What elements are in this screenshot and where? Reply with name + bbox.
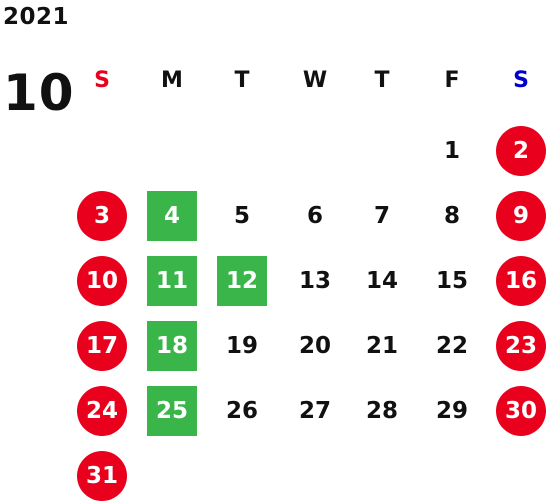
weekday-label: T — [234, 68, 250, 93]
day-cell[interactable]: 19 — [225, 333, 258, 359]
day-cell[interactable]: 24 — [77, 386, 127, 436]
day-cell[interactable]: 14 — [365, 268, 398, 294]
weekday-label: S — [513, 68, 529, 93]
day-cell[interactable]: 22 — [435, 333, 468, 359]
day-cell[interactable]: 16 — [496, 256, 546, 306]
weekday-label: M — [161, 68, 183, 93]
day-cell[interactable]: 9 — [496, 191, 546, 241]
calendar-month: 10 — [3, 64, 75, 122]
day-cell[interactable]: 21 — [365, 333, 398, 359]
weekday-label: T — [374, 68, 390, 93]
day-cell[interactable]: 28 — [365, 398, 398, 424]
day-cell[interactable]: 13 — [298, 268, 331, 294]
day-cell[interactable]: 11 — [147, 256, 197, 306]
day-cell[interactable]: 30 — [496, 386, 546, 436]
calendar-year: 2021 — [3, 4, 70, 30]
day-cell[interactable]: 15 — [435, 268, 468, 294]
day-cell[interactable]: 6 — [306, 203, 323, 229]
day-cell[interactable]: 3 — [77, 191, 127, 241]
day-cell[interactable]: 20 — [298, 333, 331, 359]
day-cell[interactable]: 10 — [77, 256, 127, 306]
day-cell[interactable]: 18 — [147, 321, 197, 371]
day-cell[interactable]: 7 — [373, 203, 390, 229]
weekday-label: S — [94, 68, 110, 93]
day-cell[interactable]: 12 — [217, 256, 267, 306]
weekday-label: W — [302, 68, 328, 93]
day-cell[interactable]: 31 — [77, 451, 127, 501]
weekday-label: F — [444, 68, 460, 93]
day-cell[interactable]: 8 — [443, 203, 460, 229]
day-cell[interactable]: 23 — [496, 321, 546, 371]
day-cell[interactable]: 1 — [443, 138, 460, 164]
day-cell[interactable]: 2 — [496, 126, 546, 176]
day-cell[interactable]: 25 — [147, 386, 197, 436]
day-cell[interactable]: 29 — [435, 398, 468, 424]
day-cell[interactable]: 4 — [147, 191, 197, 241]
day-cell[interactable]: 27 — [298, 398, 331, 424]
day-cell[interactable]: 5 — [233, 203, 250, 229]
day-cell[interactable]: 26 — [225, 398, 258, 424]
day-cell[interactable]: 17 — [77, 321, 127, 371]
